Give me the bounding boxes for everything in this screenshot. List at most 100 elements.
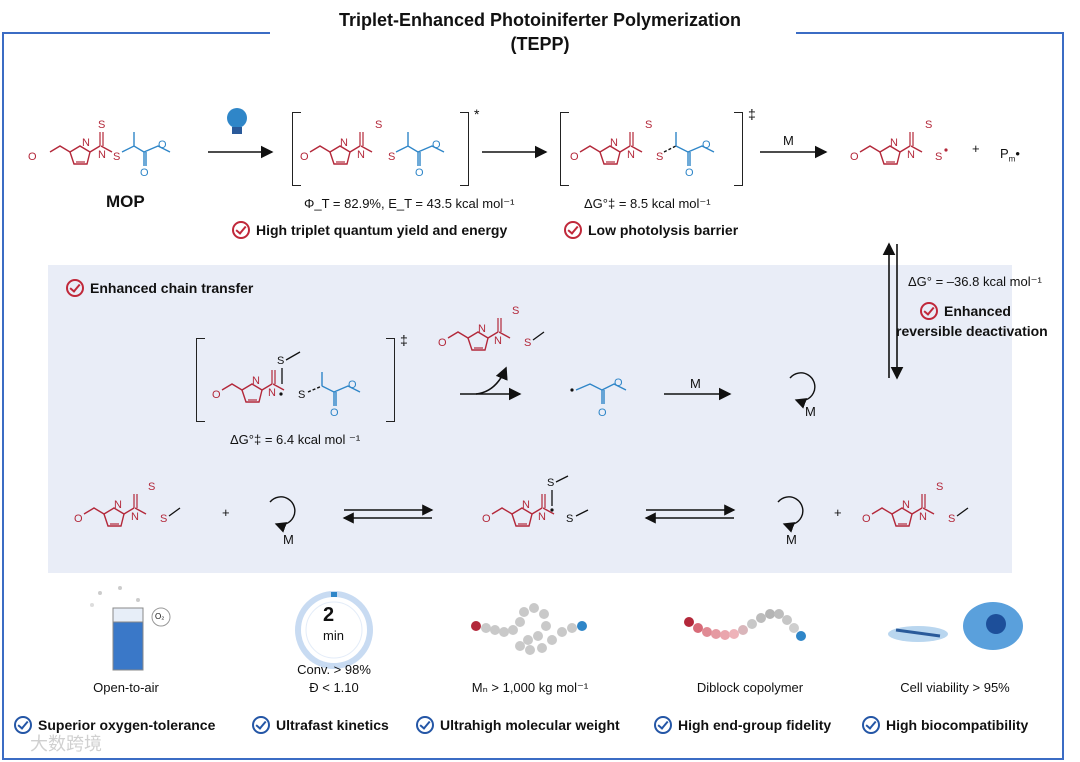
svg-text:N: N <box>98 149 106 161</box>
plus-3: + <box>834 505 842 520</box>
check-icon <box>416 716 434 734</box>
svg-text:N: N <box>252 375 260 387</box>
svg-text:O: O <box>850 151 859 163</box>
svg-text:O: O <box>438 337 447 349</box>
bracket-left-2 <box>560 112 569 186</box>
cta-pn-structure: O N N S S <box>74 481 181 527</box>
svg-text:O: O <box>685 167 694 179</box>
check-icon <box>252 716 270 734</box>
svg-text:N: N <box>610 137 618 149</box>
svg-text:O: O <box>702 139 711 151</box>
bracket-right-2 <box>734 112 743 186</box>
svg-text:O: O <box>212 389 221 401</box>
loop-m-3: M <box>786 532 797 547</box>
svg-text:O: O <box>330 407 339 419</box>
svg-text:N: N <box>340 137 348 149</box>
svg-text:N: N <box>494 335 502 347</box>
svg-text:N: N <box>268 387 276 399</box>
svg-text:N: N <box>919 511 927 523</box>
timer-icon <box>295 591 373 669</box>
mop-structure: O N N S S O O <box>28 119 171 179</box>
svg-text:N: N <box>907 149 915 161</box>
svg-text:N: N <box>627 149 635 161</box>
svg-text:N: N <box>131 511 139 523</box>
svg-text:O: O <box>570 151 579 163</box>
arrow-m-1: M <box>783 133 794 148</box>
svg-text:S: S <box>645 119 652 131</box>
svg-text:O: O <box>140 167 149 179</box>
feature-barrier: Low photolysis barrier <box>564 221 738 239</box>
svg-text:S: S <box>375 119 382 131</box>
bracket-left-3 <box>196 338 205 422</box>
lightbulb-icon <box>227 108 247 134</box>
caption-disp: Đ < 1.10 <box>309 680 359 695</box>
bottom-feature-biocompat: High biocompatibility <box>862 716 1028 734</box>
cell-icon <box>888 602 1023 650</box>
bracket-left-1 <box>292 112 301 186</box>
svg-text:O: O <box>862 513 871 525</box>
photolysis-ts-structure: O N N S S O O <box>570 119 715 179</box>
svg-text:S: S <box>388 151 395 163</box>
title-line-1: Triplet-Enhanced Photoiniferter Polymeri… <box>338 10 742 30</box>
caption-cell: Cell viability > 95% <box>900 680 1010 695</box>
frame-top-right <box>796 32 1064 34</box>
svg-text:S: S <box>656 151 663 163</box>
svg-text:N: N <box>478 323 486 335</box>
svg-text:S: S <box>524 337 531 349</box>
bottom-feature-oxygen: Superior oxygen-tolerance <box>14 716 215 734</box>
panel-barrier: ΔG°‡ = 6.4 kcal mol ⁻¹ <box>230 432 361 447</box>
svg-text:O: O <box>28 151 37 163</box>
svg-text:S: S <box>547 477 554 489</box>
caption-diblock: Diblock copolymer <box>696 680 804 695</box>
svg-text:S: S <box>925 119 932 131</box>
svg-text:N: N <box>902 499 910 511</box>
check-icon <box>66 279 84 297</box>
figure-frame <box>2 32 1064 760</box>
svg-text:O: O <box>415 167 424 179</box>
radical-pm-1: Pm• <box>1000 146 1020 164</box>
polymer-coil-icon <box>471 603 587 655</box>
caption-air: Open-to-air <box>93 680 159 695</box>
svg-text:S: S <box>298 389 305 401</box>
svg-text:O: O <box>598 407 607 419</box>
svg-text:S: S <box>113 151 120 163</box>
ts-dagger-1: ‡ <box>748 106 756 122</box>
bottom-feature-kinetics: Ultrafast kinetics <box>252 716 389 734</box>
svg-text:O: O <box>614 377 623 389</box>
svg-text:O: O <box>348 379 357 391</box>
excited-star: * <box>474 106 480 122</box>
svg-text:O: O <box>432 139 441 151</box>
title-line-2: (TEPP) <box>510 34 570 54</box>
svg-text:S: S <box>936 481 943 493</box>
propagation-loop-icon <box>269 372 816 533</box>
arrow-m-2: M <box>690 376 701 391</box>
svg-text:N: N <box>82 137 90 149</box>
svg-text:S: S <box>160 513 167 525</box>
timer-value: 2 <box>323 604 335 626</box>
bottom-feature-fidelity: High end-group fidelity <box>654 716 831 734</box>
loop-m-2: M <box>283 532 294 547</box>
svg-text:N: N <box>522 499 530 511</box>
check-icon <box>654 716 672 734</box>
macro-cta-structure: O N N S S <box>438 305 545 351</box>
barrier-text: ΔG°‡ = 8.5 kcal mol⁻¹ <box>584 196 711 211</box>
frame-top-left <box>2 32 270 34</box>
check-icon <box>862 716 880 734</box>
thiyl-radical-structure: O N N S S <box>850 119 948 165</box>
beaker-icon <box>90 586 171 671</box>
mop-label: MOP <box>106 192 145 211</box>
svg-text:S: S <box>512 305 519 317</box>
ts-dagger-2: ‡ <box>400 332 408 348</box>
diblock-chain-icon <box>684 609 806 641</box>
svg-text:S: S <box>948 513 955 525</box>
svg-text:S: S <box>277 355 284 367</box>
cta-pm-structure: O N N S S <box>862 481 969 527</box>
svg-text:O: O <box>158 139 167 151</box>
svg-text:O: O <box>300 151 309 163</box>
check-icon <box>14 716 32 734</box>
panel-title: Enhanced chain transfer <box>66 279 253 297</box>
plus-2: + <box>222 505 230 520</box>
propionate-radical-structure: O O <box>570 377 627 419</box>
svg-text:O: O <box>482 513 491 525</box>
svg-text:S: S <box>566 513 573 525</box>
